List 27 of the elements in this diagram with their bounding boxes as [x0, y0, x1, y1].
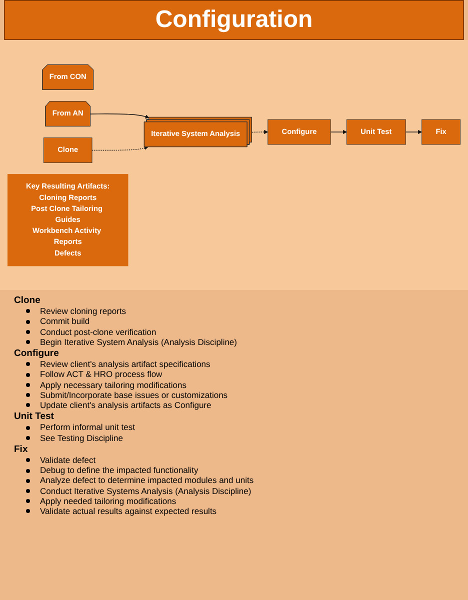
bullet-item: Conduct Iterative Systems Analysis (Analysis Discipline): [40, 486, 252, 496]
section-heading: Fix: [14, 444, 29, 456]
arrow: [92, 146, 148, 150]
arrow: [252, 130, 268, 134]
arrow: [330, 130, 347, 134]
bullet-item: Validate defect: [40, 455, 96, 466]
bullet-item: Update client's analysis artifacts as Configure: [40, 400, 212, 410]
bullet-item: See Testing Discipline: [40, 432, 123, 443]
bullet-item: Review client's analysis artifact specifications: [40, 359, 210, 370]
bullet-item: Analyze defect to determine impacted modules and units: [40, 475, 254, 486]
bullet-item: Perform informal unit test: [40, 422, 135, 432]
bullet-item: Review cloning reports: [40, 306, 126, 316]
title-banner: Configuration: [4, 0, 464, 40]
arrow: [90, 113, 150, 118]
section-heading: Configure: [14, 349, 60, 360]
bullet-item: Submit/Incorporate base issues or customizations: [40, 390, 228, 400]
bullet-item: Apply needed tailoring modifications: [40, 496, 176, 506]
bullet-item: Conduct post-clone verification: [40, 326, 156, 337]
bullet-item: Follow ACT & HRO process flow: [40, 369, 162, 380]
section-heading: Clone: [14, 296, 40, 306]
bullet-item: Debug to define the impacted functionality: [40, 465, 198, 476]
bullet-item: Validate actual results against expected results: [40, 506, 217, 516]
bullet-item: Apply necessary tailoring modifications: [40, 380, 186, 390]
bullet-item: Begin Iterative System Analysis (Analysis Discipline): [40, 336, 237, 347]
arrow: [405, 130, 422, 134]
bullet-item: Commit build: [40, 316, 90, 326]
section-heading: Unit Test: [14, 412, 55, 422]
